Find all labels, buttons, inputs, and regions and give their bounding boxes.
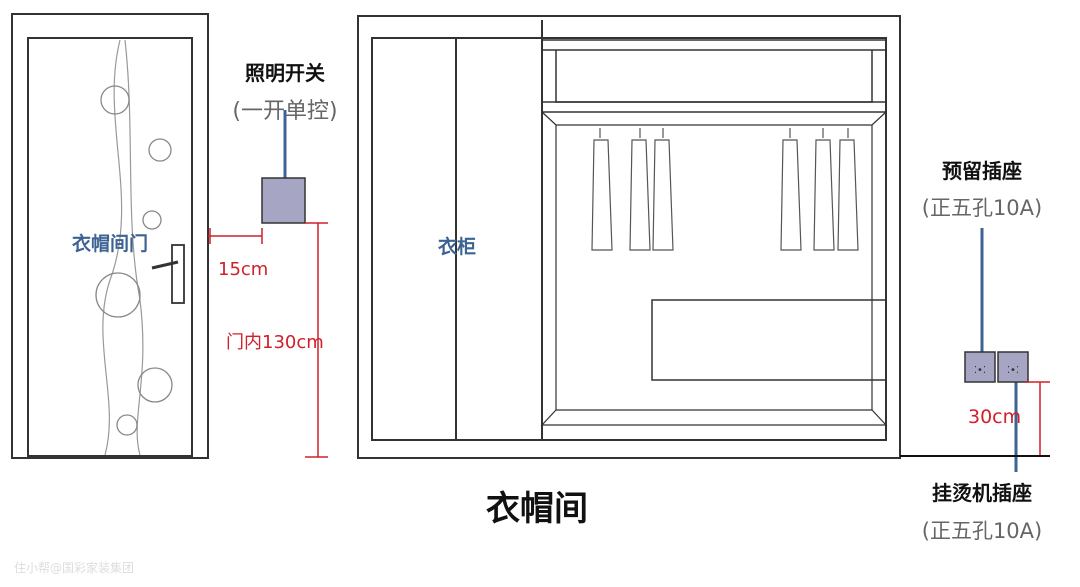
switch-offset-label: 15cm — [218, 259, 268, 280]
svg-text:⁚•⁚: ⁚•⁚ — [974, 365, 986, 376]
dimension-lines-switch — [208, 222, 328, 458]
dimension-lines-socket — [1025, 381, 1050, 457]
svg-text:⁚•⁚: ⁚•⁚ — [1007, 365, 1019, 376]
iron-socket-spec: (正五孔10A) — [922, 519, 1042, 543]
reserved-socket-spec: (正五孔10A) — [922, 196, 1042, 220]
switch-spec: (一开单控) — [232, 99, 337, 124]
switch-name: 照明开关 — [245, 61, 325, 85]
iron-socket-name: 挂烫机插座 — [932, 481, 1032, 505]
door-label: 衣帽间门 — [72, 232, 148, 255]
wardrobe — [357, 15, 901, 459]
socket-reserved: ⁚•⁚ — [964, 351, 996, 383]
iron-socket-height-label: 30cm — [968, 406, 1021, 428]
page-title: 衣帽间 — [486, 489, 588, 529]
watermark: 住小帮@国彩家装集团 — [14, 560, 134, 575]
socket-iron: ⁚•⁚ — [997, 351, 1029, 383]
switch-height-label: 门内130cm — [226, 332, 324, 353]
reserved-socket-name: 预留插座 — [942, 159, 1022, 183]
door — [11, 13, 209, 459]
wardrobe-label: 衣柜 — [438, 235, 476, 258]
switch-box — [261, 177, 306, 224]
